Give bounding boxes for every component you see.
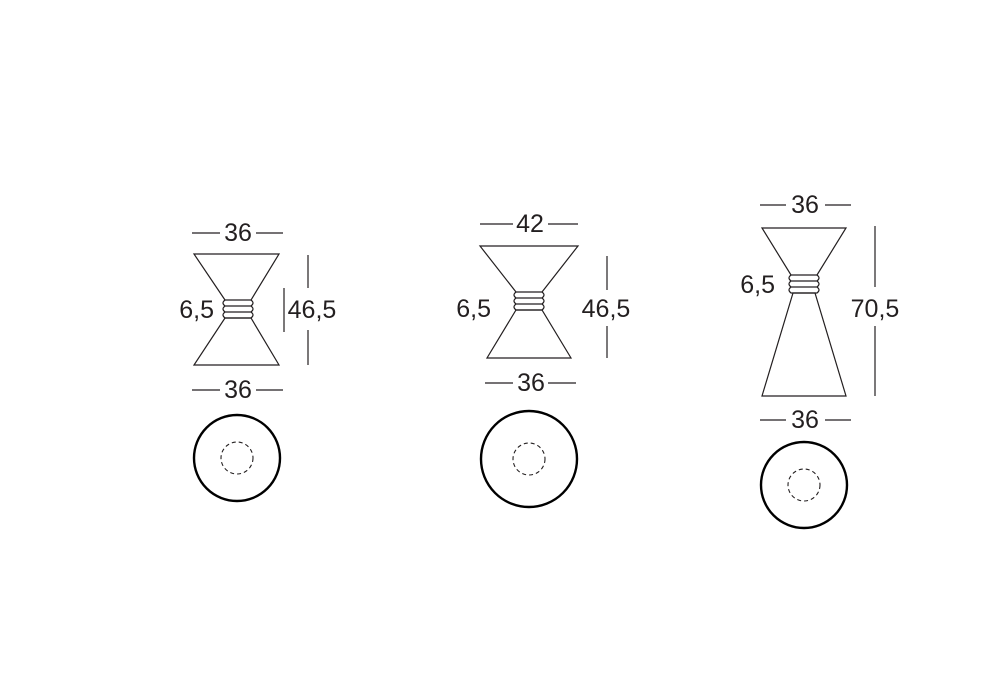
neck-rings <box>513 291 545 311</box>
neck-height-label: 6,5 <box>740 271 775 299</box>
top-view-inner-dashed-circle <box>787 468 821 502</box>
base-width-label: 36 <box>791 406 819 434</box>
top-width-label: 36 <box>224 219 252 247</box>
upper-cone <box>760 227 848 276</box>
upper-cone <box>478 245 580 293</box>
neck-height-label: 6,5 <box>179 296 214 324</box>
top-view-circle <box>192 413 282 503</box>
lower-cone <box>761 292 847 397</box>
total-height-label: 70,5 <box>851 295 900 323</box>
total-height-label: 46,5 <box>288 296 337 324</box>
total-height-label: 46,5 <box>582 295 631 323</box>
product-2-drawing: 42 6,5 46,5 36 <box>456 210 631 509</box>
top-view-inner-dashed-circle <box>512 442 546 476</box>
top-view-circle <box>479 409 579 509</box>
top-width-label: 36 <box>791 191 819 219</box>
base-width-label: 36 <box>224 376 252 404</box>
lower-cone <box>485 309 573 359</box>
upper-cone <box>192 253 281 301</box>
product-1-drawing: 36 6,5 46,5 36 <box>179 219 337 503</box>
top-width-label: 42 <box>516 210 544 238</box>
lower-cone <box>192 317 281 366</box>
neck-rings <box>788 274 820 294</box>
neck-height-label: 6,5 <box>456 295 491 323</box>
neck-rings <box>222 299 254 319</box>
top-view-inner-dashed-circle <box>220 441 254 475</box>
base-width-label: 36 <box>517 369 545 397</box>
product-3-drawing: 36 6,5 70,5 36 <box>740 191 900 530</box>
top-view-circle <box>759 440 849 530</box>
